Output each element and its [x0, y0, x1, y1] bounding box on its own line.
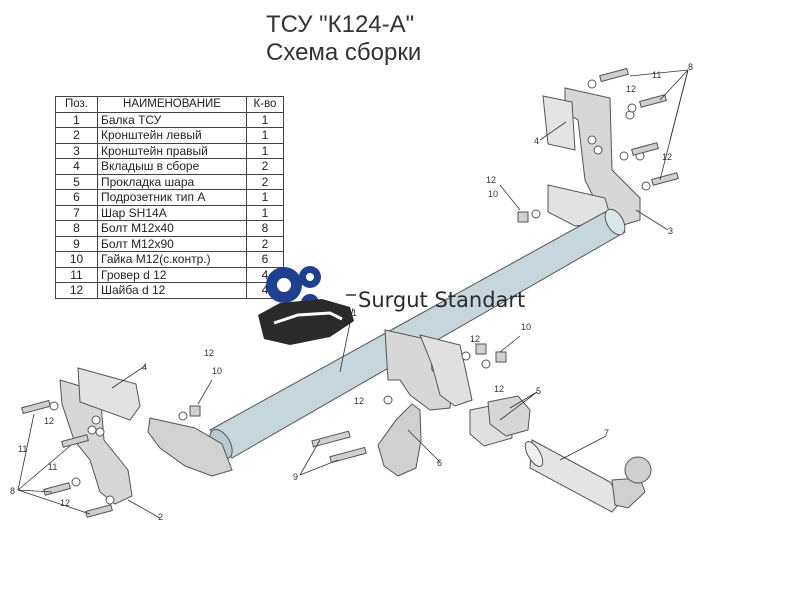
callout-12-left-top: 12 — [204, 348, 214, 358]
cell-name: Гайка М12(с.контр.) — [97, 251, 247, 268]
center-fasteners — [178, 209, 541, 464]
callout-12-left-bottom: 12 — [60, 498, 70, 508]
callout-12-right-mid: 12 — [662, 152, 672, 162]
watermark-logo — [258, 266, 356, 345]
callout-4-right: 4 — [534, 136, 539, 146]
callout-12-center-right: 12 — [494, 384, 504, 394]
callout-2: 2 — [158, 512, 163, 522]
left-bolts — [21, 399, 115, 518]
callout-12-right-top: 12 — [626, 84, 636, 94]
callout-12-beam: 12 — [486, 175, 496, 185]
tow-ball — [524, 439, 652, 513]
callout-10-right: 10 — [488, 189, 498, 199]
ball-spacers — [469, 395, 531, 447]
header-pos: Поз. — [55, 96, 98, 113]
callout-12-left-mid: 12 — [44, 416, 54, 426]
cell-name: Подрозетник тип А — [97, 189, 247, 206]
callout-11-right: 11 — [652, 70, 661, 80]
cell-name: Болт М12х90 — [97, 235, 247, 252]
diagram-title: ТСУ "К124-А" — [266, 11, 415, 38]
cell-name: Кронштейн левый — [97, 127, 247, 144]
cell-pos: 11 — [55, 266, 98, 283]
callout-10-left: 10 — [212, 366, 222, 376]
cell-name: Шайба d 12 — [97, 282, 247, 299]
watermark-brand-text: Surgut Standart — [358, 288, 526, 312]
beam-left-plate — [147, 417, 233, 477]
callout-8-left: 8 — [10, 486, 15, 496]
callout-11-left-lower: 11 — [48, 462, 57, 472]
callout-12-center: 12 — [354, 396, 364, 406]
callout-11-left: 11 — [18, 444, 27, 454]
cell-qty: 6 — [246, 251, 284, 268]
right-bolts — [587, 67, 679, 191]
callout-1: 1 — [352, 308, 357, 318]
callout-10-center: 10 — [521, 322, 531, 332]
callout-9: 9 — [293, 472, 298, 482]
callout-6: 6 — [437, 458, 442, 468]
cell-name: Вкладыш в сборе — [97, 158, 247, 175]
center-mount-plates — [384, 329, 473, 411]
callout-12-center-top: 12 — [470, 334, 480, 344]
callout-4-left: 4 — [142, 362, 147, 372]
leader-lines — [17, 69, 689, 519]
car-silhouette-icon — [258, 299, 354, 345]
diagram-subtitle: Схема сборки — [266, 39, 422, 66]
cell-qty: 2 — [246, 173, 284, 190]
callout-labels: 1 2 3 4 4 5 6 7 8 8 9 10 10 10 11 11 11 … — [10, 62, 693, 522]
callout-8-right: 8 — [688, 62, 693, 72]
callout-3: 3 — [668, 226, 673, 236]
socket-plate — [377, 403, 422, 477]
cell-name: Прокладка шара — [97, 173, 247, 190]
callout-5: 5 — [536, 386, 541, 396]
left-bracket — [59, 367, 141, 505]
callout-7: 7 — [604, 428, 609, 438]
parts-table-header-row: Поз. НАИМЕНОВАНИЕ К-во — [55, 96, 284, 113]
